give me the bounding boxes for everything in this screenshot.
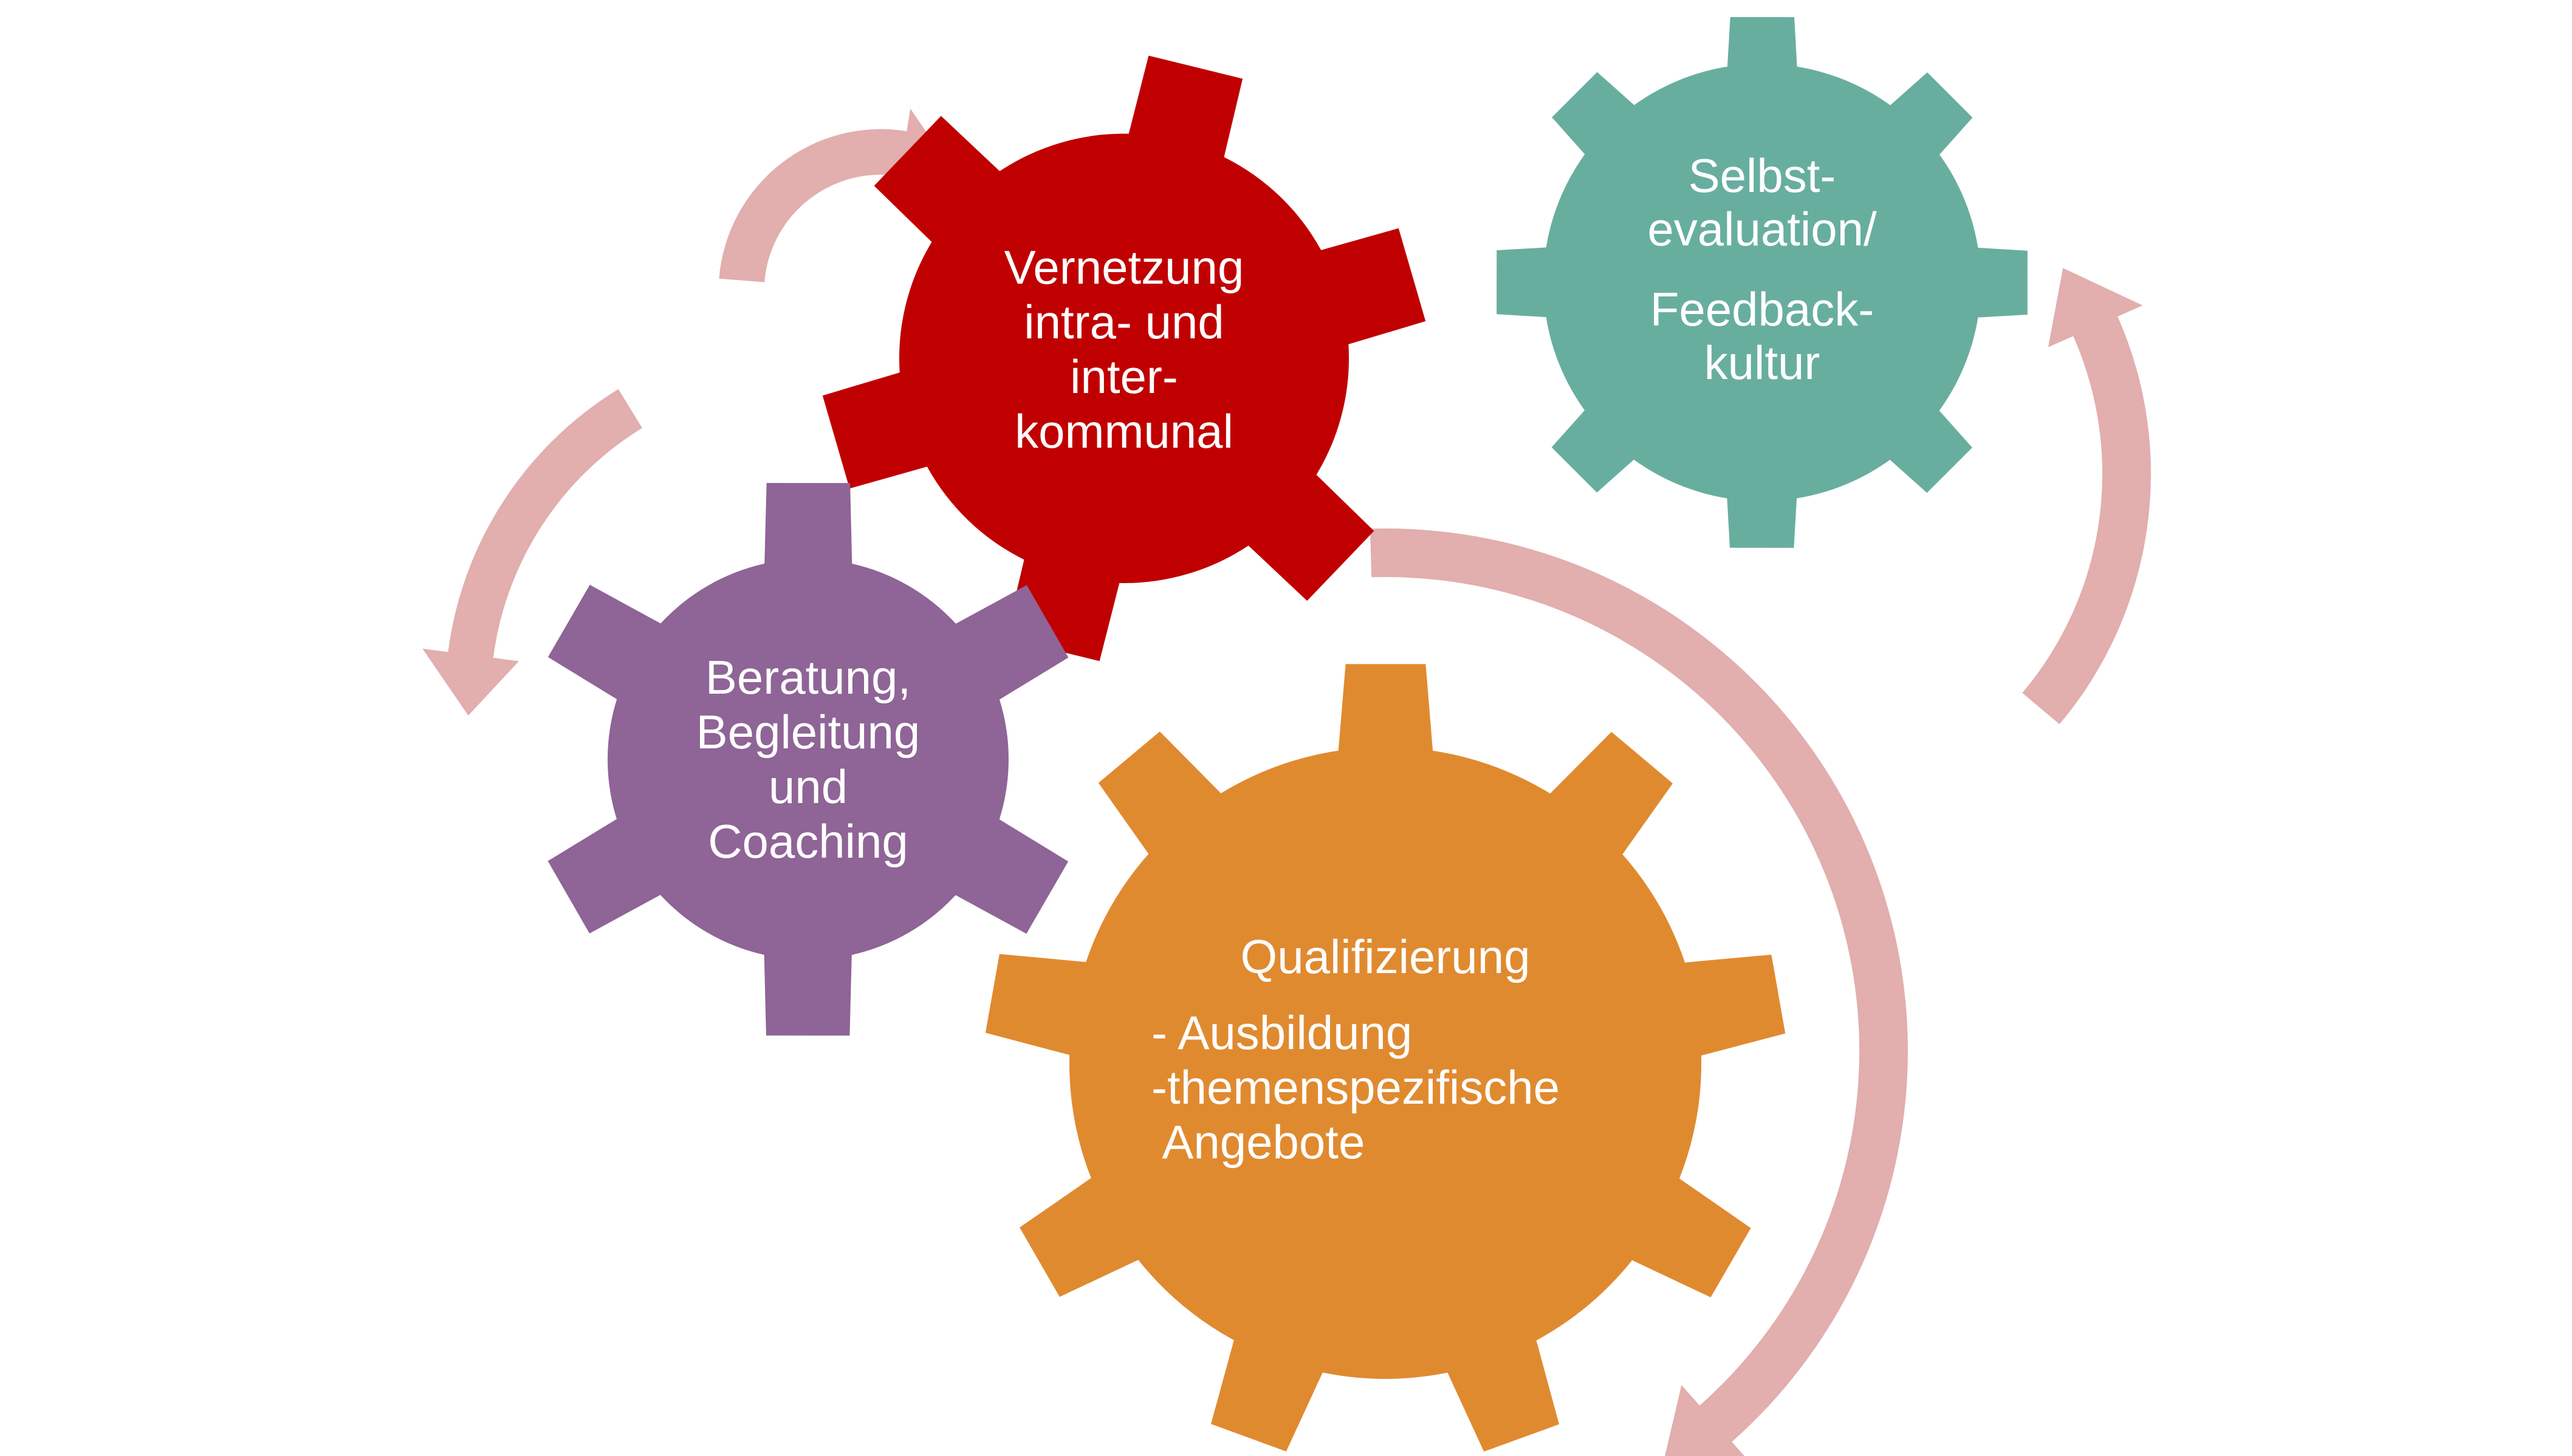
gear-label-line: Beratung, — [705, 651, 911, 704]
gear-label-line: Coaching — [708, 815, 908, 868]
gear-label-line: -themenspezifische — [1151, 1061, 1560, 1114]
gear-label-line: inter- — [1070, 350, 1178, 403]
arrow-right-top — [2022, 268, 2151, 725]
arrow-top-left — [719, 108, 955, 282]
gear-label-line: Feedback- — [1650, 282, 1874, 336]
gear-label-line: - Ausbildung — [1151, 1006, 1413, 1059]
gear-label-line: kommunal — [1015, 405, 1233, 458]
gear-selbstevaluation — [1497, 17, 2028, 548]
cycle-arrows — [422, 108, 2151, 1456]
gear-label-line: Begleitung — [696, 705, 921, 759]
gear-label-line: evaluation/ — [1647, 202, 1877, 256]
gear-label-vernetzung: Vernetzung intra- und inter- kommunal — [1004, 240, 1244, 459]
gears — [547, 17, 2028, 1452]
gear-label-beratung: Beratung, Begleitung und Coaching — [696, 650, 921, 869]
gear-vernetzung — [822, 55, 1426, 661]
gear-beratung — [547, 483, 1069, 1036]
gear-label-line: intra- und — [1024, 295, 1224, 349]
gear-label-line: Selbst- — [1688, 149, 1836, 202]
gear-label-line: Angebote — [1151, 1115, 1365, 1169]
arrow-left — [422, 389, 642, 716]
gear-label-qualifizierung: - Ausbildung -themenspezifische Angebote — [1151, 1005, 1560, 1169]
gear-label-spacer — [1647, 256, 1876, 282]
gear-label-line: Vernetzung — [1004, 241, 1244, 294]
gear-label-line: kultur — [1704, 336, 1820, 389]
arrow-right-long — [1370, 528, 1908, 1456]
gear-title: Qualifizierung — [1240, 930, 1531, 983]
gear-label-selbstevaluation: Selbst- evaluation/ Feedback- kultur — [1647, 149, 1876, 389]
gear-title-qualifizierung: Qualifizierung — [1241, 929, 1531, 984]
gear-qualifizierung — [985, 664, 1786, 1452]
gear-label-line: und — [768, 760, 848, 813]
